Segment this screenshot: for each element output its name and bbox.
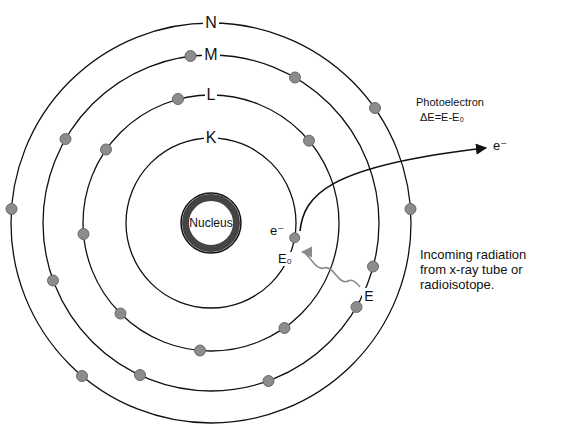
energy-symbol: E₀ bbox=[276, 252, 294, 267]
electron-symbol: e⁻ bbox=[493, 139, 507, 154]
electron bbox=[405, 204, 416, 215]
electron bbox=[60, 134, 71, 145]
electron bbox=[195, 345, 206, 356]
nucleus-ring bbox=[181, 193, 241, 253]
electron bbox=[6, 204, 17, 215]
electron bbox=[101, 144, 112, 155]
electron bbox=[290, 72, 301, 83]
shell-letter: L bbox=[205, 86, 218, 104]
electron bbox=[304, 135, 315, 146]
electron bbox=[263, 376, 274, 387]
electron bbox=[351, 302, 362, 313]
shell-letter: M bbox=[202, 46, 219, 64]
photoelectron-label: Photoelectron bbox=[416, 96, 484, 109]
electron-symbol: e⁻ bbox=[270, 224, 284, 239]
shell-k bbox=[126, 138, 296, 308]
electron bbox=[135, 370, 146, 381]
electron bbox=[115, 308, 126, 319]
electron bbox=[77, 371, 88, 382]
energy-equation: ΔE=E-E₀ bbox=[420, 111, 464, 124]
electron bbox=[370, 103, 381, 114]
nucleus-label: Nucleus bbox=[189, 216, 232, 230]
nucleus-circle: Nucleus bbox=[180, 192, 242, 254]
photoelectron-path bbox=[300, 148, 486, 231]
radiation-note: Incoming radiation from x-ray tube or ra… bbox=[420, 248, 528, 293]
energy-symbol: E bbox=[362, 288, 375, 304]
nucleus-ring bbox=[186, 198, 237, 249]
electron bbox=[48, 275, 59, 286]
electron bbox=[185, 51, 196, 62]
shell-letter: N bbox=[203, 14, 219, 32]
shell-letter: K bbox=[204, 129, 219, 147]
shell-n bbox=[11, 23, 411, 423]
electron bbox=[78, 229, 89, 240]
ejected-electron bbox=[290, 233, 300, 243]
shell-m bbox=[43, 55, 379, 391]
electron bbox=[173, 94, 184, 105]
incoming-radiation bbox=[302, 252, 360, 287]
electron bbox=[368, 261, 379, 272]
electron bbox=[279, 323, 290, 334]
